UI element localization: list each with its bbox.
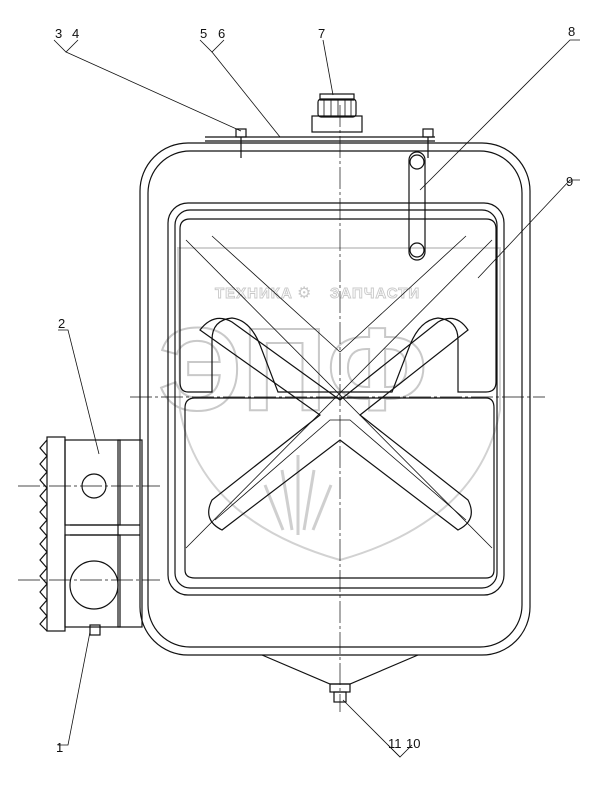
callout-8: 8 xyxy=(568,24,575,39)
callout-4: 4 xyxy=(72,26,79,41)
callout-1: 1 xyxy=(56,740,63,755)
callout-7: 7 xyxy=(318,26,325,41)
tank-outer-wall xyxy=(139,142,531,656)
top-bolt-right xyxy=(422,128,434,158)
watermark-text-left: ТЕХНИКА xyxy=(215,285,293,302)
callout-6: 6 xyxy=(218,26,225,41)
top-bolt-left xyxy=(235,128,247,158)
callout-2: 2 xyxy=(58,316,65,331)
level-gauge xyxy=(408,151,426,261)
wheat-emblem xyxy=(263,455,333,535)
callout-3: 3 xyxy=(55,26,62,41)
callout-labels: 1 2 3 4 5 6 7 8 9 11 10 xyxy=(55,24,575,755)
callout-5: 5 xyxy=(200,26,207,41)
tank-body xyxy=(139,136,531,685)
tank-inner-wall xyxy=(147,150,523,648)
callout-9: 9 xyxy=(566,174,573,189)
inner-panel xyxy=(167,202,505,596)
center-lines xyxy=(18,105,545,712)
callout-10: 10 xyxy=(406,736,420,751)
watermark-text-right: ЗАПЧАСТИ xyxy=(330,285,420,302)
leader-lines xyxy=(53,39,580,758)
watermark: ТЕХНИКА ⚙ ЗАПЧАСТИ ЭПФ xyxy=(157,247,501,562)
gear-icon: ⚙ xyxy=(297,285,311,302)
filler-cap xyxy=(311,93,363,133)
watermark-logo-letters: ЭПФ xyxy=(158,304,427,436)
side-filter-unit xyxy=(39,436,143,636)
callout-11: 11 xyxy=(388,736,402,751)
